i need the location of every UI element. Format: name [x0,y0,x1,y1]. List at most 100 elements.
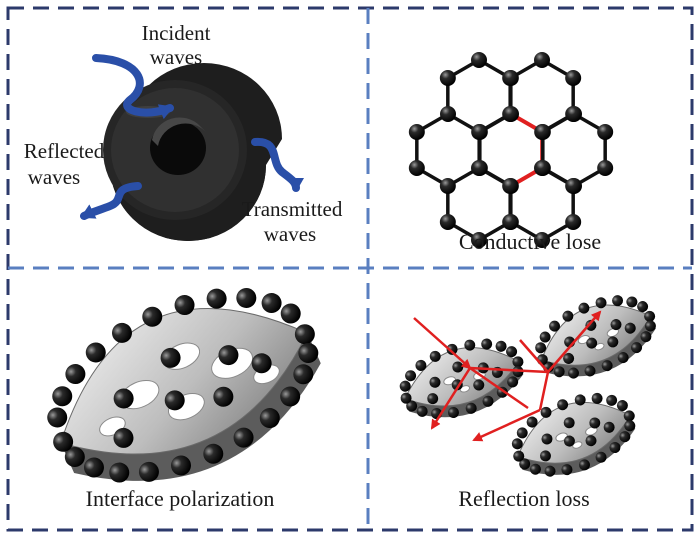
reflection-ray [413,317,472,370]
sheet-atom [526,416,538,428]
sheet-atom [416,405,428,417]
sheet-atom [507,376,519,388]
reflection-loss-caption: Reflection loss [458,486,589,511]
sheet-atom [47,407,68,428]
lattice-atom [439,214,456,230]
sheet-atom [251,353,272,374]
panel-interface-polarization: Interface polarization [47,287,321,511]
sheet-atom [174,295,195,316]
lattice-atom [440,106,456,122]
sheet-atom [83,457,104,478]
lattice-atom [408,124,425,140]
sheet-atom [293,364,314,385]
sheet-atom [206,288,227,309]
sheet-atom [535,342,547,354]
lattice-atom [471,124,488,140]
small-sheet-bottom [511,392,636,477]
sheet-atom [578,302,590,314]
sheet-atom [637,301,649,313]
sheet-atom [218,345,239,366]
sheet-atom [473,379,485,391]
transmitted-wave-arrow [251,137,304,192]
lattice-atom [534,160,551,176]
sheet-atom [603,421,615,433]
sheet-atom [589,417,601,429]
lattice-atom [471,160,488,176]
panel-reflection-loss: Reflection loss [399,295,656,511]
sheet-atom [644,320,656,332]
sheet-atom [259,408,280,429]
sheet-atom [113,388,134,409]
sheet-atom [609,442,621,454]
sheet-atom [626,296,638,308]
sheet-atom [213,386,234,407]
sheet-atom [53,431,74,452]
sheet-atom [280,386,301,407]
sheet-atom [640,331,652,343]
sheet-atom [563,417,575,429]
sheet-atom [481,338,493,350]
sheet-atom [447,407,459,419]
sheet-atom [506,346,518,358]
lattice-atom [534,52,550,68]
lattice-atom [534,232,550,248]
sheet-atom [568,367,580,379]
sheet-atom [280,303,301,324]
reflection-ray [472,408,541,442]
sheet-atom [623,410,635,422]
porous-sheet-icon [47,287,321,483]
sheet-atom [563,435,575,447]
sheet-atom [406,400,418,412]
incident-wave-arrow [92,54,174,120]
lattice-atom [565,70,582,86]
sheet-atom [109,462,130,483]
interface-polarization-caption: Interface polarization [86,486,275,511]
sheet-atom [511,438,523,450]
sheet-atom [516,427,528,439]
lattice-atom [534,124,551,140]
lattice-atom [502,178,519,194]
lattice-atom [565,178,582,194]
reflection-rays [413,310,602,442]
incident-label-line2: waves [150,45,202,69]
sheet-atom [294,324,315,345]
sheet-atom [539,450,551,462]
lattice-atom [597,160,614,176]
sheet-atom [512,356,524,368]
reflection-ray [547,310,602,373]
sheet-atom [495,340,507,352]
sheet-atom [236,287,257,308]
sheet-atom [233,427,254,448]
sheet-atom [624,420,636,432]
sheet-atom [465,402,477,414]
sheet-atom [591,392,603,404]
reflection-ray [538,371,550,411]
sheet-atom [138,461,159,482]
sheet-atom [616,400,628,412]
reflected-wave-arrow [80,182,142,220]
sheet-atom [585,435,597,447]
sheet-atom [52,386,73,407]
lattice-atom [408,160,425,176]
sheet-atom [529,463,541,475]
sheet-atom [595,297,607,309]
sheet-atom [464,339,476,351]
sheet-atom [540,406,552,418]
panel-conductive-lose: Conductive lose [408,52,614,254]
sheet-atom [427,393,439,405]
sheet-atom [298,343,319,364]
reflected-label-line2: waves [28,165,80,189]
lattice-atom [503,106,519,122]
small-sheet-left [399,338,524,420]
lattice-atom [502,214,519,230]
sheet-atom [85,342,106,363]
sheet-atom [549,320,561,332]
transmitted-label-line1: Transmitted [242,197,343,221]
sheet-atom [142,306,163,327]
sheet-atom [400,392,412,404]
lattice-atom [439,70,456,86]
sheet-atom [644,310,656,322]
sheet-atom [541,433,553,445]
sheet-atom [553,366,565,378]
